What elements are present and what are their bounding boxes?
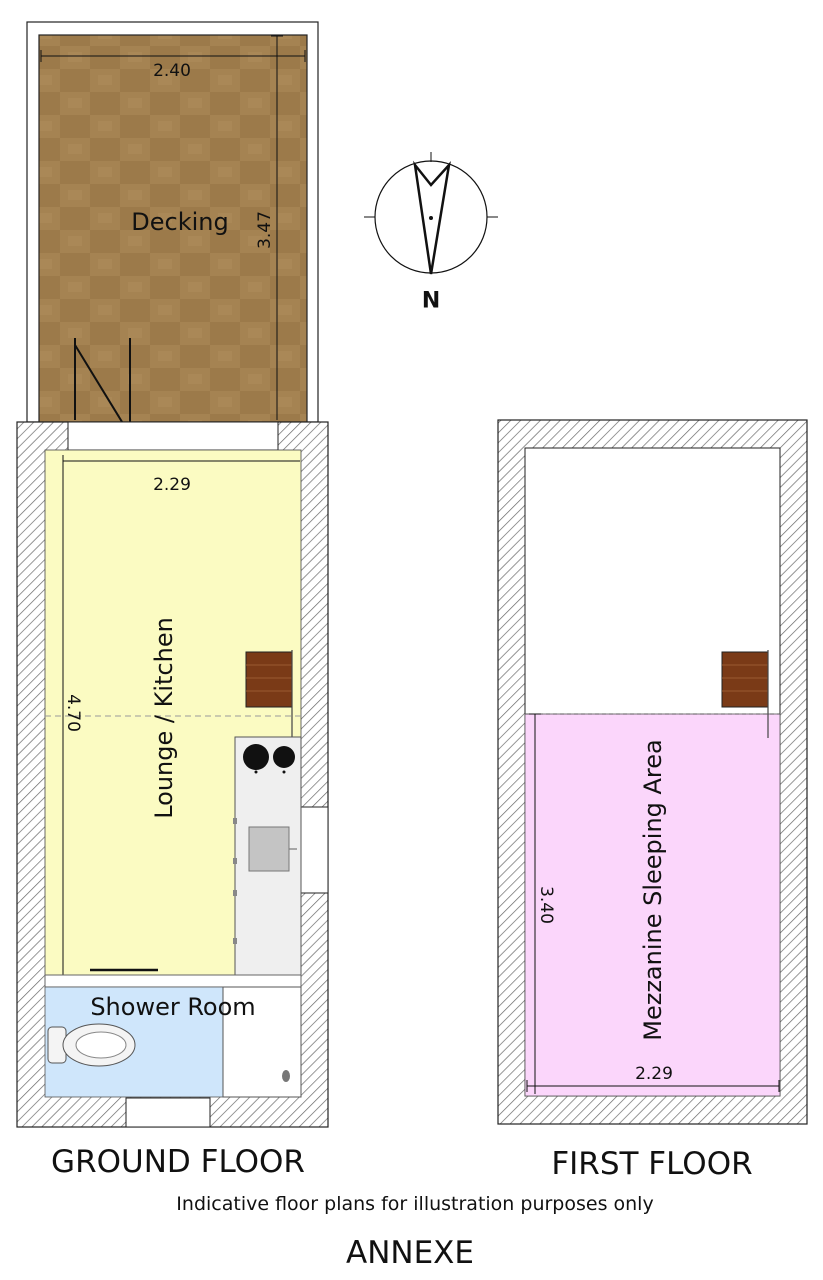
door-swing-icon xyxy=(74,338,131,436)
stair-icon xyxy=(245,650,293,740)
mezzanine-area xyxy=(524,713,781,1097)
mezzanine-length-dimension: 3.40 xyxy=(536,886,556,924)
hob-icon xyxy=(243,744,295,774)
compass-letter: N xyxy=(422,285,440,310)
decking-label: Decking xyxy=(131,208,228,236)
stair-icon xyxy=(721,650,769,738)
sink-icon xyxy=(248,826,297,872)
shower-room-label: Shower Room xyxy=(90,993,255,1021)
ground-floor-caption: GROUND FLOOR xyxy=(51,1144,305,1180)
first-floor-plan: Mezzanine Sleeping Area 3.40 2.29 xyxy=(497,419,808,1125)
disclaimer-text: Indicative floor plans for illustration … xyxy=(176,1193,653,1215)
lounge-length-dimension: 4.70 xyxy=(63,694,83,732)
decking-width-dimension: 2.40 xyxy=(153,61,191,81)
toilet-icon xyxy=(47,1023,136,1067)
decking-area: Decking 2.40 3.47 xyxy=(26,21,319,436)
first-floor-caption: FIRST FLOOR xyxy=(551,1146,752,1182)
page-title: ANNEXE xyxy=(346,1235,474,1271)
mezzanine-width-dimension: 2.29 xyxy=(635,1064,673,1084)
mezzanine-label: Mezzanine Sleeping Area xyxy=(639,739,667,1041)
lounge-kitchen-label: Lounge / Kitchen xyxy=(150,617,178,819)
decking-length-dimension: 3.47 xyxy=(255,211,275,249)
lounge-width-dimension: 2.29 xyxy=(153,475,191,495)
compass-icon: N xyxy=(364,152,498,310)
ground-floor-plan: Lounge / Kitchen 2.29 4.70 xyxy=(16,421,329,1128)
